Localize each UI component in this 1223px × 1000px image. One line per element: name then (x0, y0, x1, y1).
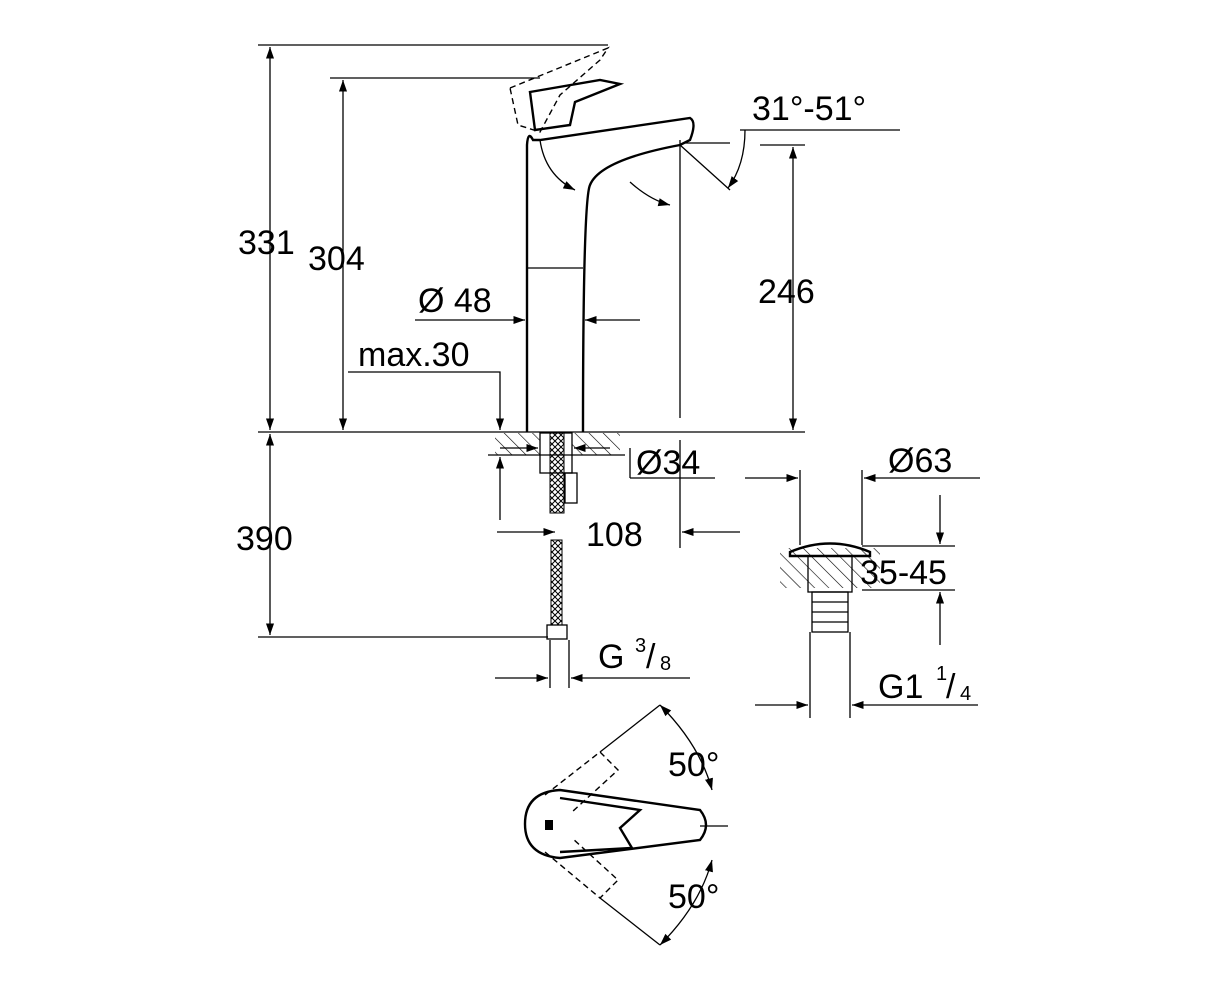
label-diameter-34: Ø34 (636, 444, 700, 482)
label-246: 246 (758, 273, 815, 311)
label-waste-thread: G1 (878, 668, 923, 706)
countertop-section (488, 432, 625, 514)
dimension-108: 108 (497, 440, 740, 554)
label-331: 331 (238, 224, 295, 262)
dimension-35-45: 35-45 (860, 495, 955, 645)
dimension-max-30: max.30 (348, 336, 505, 520)
label-max-30: max.30 (358, 336, 470, 374)
dimension-waste-thread: G1 1 / 4 (755, 663, 978, 710)
dimension-spout-angle: 31°-51° (629, 90, 900, 207)
fraction-slash: / (946, 668, 956, 706)
dimension-diameter-34: Ø34 (500, 443, 715, 482)
dimension-304: 304 (308, 77, 540, 430)
label-spout-angle: 31°-51° (752, 90, 866, 128)
waste-thread-numerator: 1 (936, 663, 947, 685)
label-35-45: 35-45 (860, 554, 947, 592)
dimension-diameter-48: Ø 48 (415, 282, 640, 325)
dimension-hose-thread: G 3 / 8 (495, 635, 690, 683)
fraction-slash: / (646, 638, 656, 676)
dimension-diameter-63: Ø63 (745, 442, 980, 483)
label-hose-thread: G (598, 638, 624, 676)
dimension-246: 246 (679, 140, 815, 430)
label-diameter-48: Ø 48 (418, 282, 492, 320)
supply-hose (546, 539, 570, 688)
label-108: 108 (586, 516, 643, 554)
label-304: 304 (308, 240, 365, 278)
faucet-side-view (509, 46, 695, 433)
label-rotation-top: 50° (668, 746, 719, 784)
dimension-390: 390 (236, 434, 548, 638)
dimension-331: 331 (238, 44, 608, 430)
waste-thread-denominator: 4 (960, 683, 971, 705)
hose-thread-denominator: 8 (660, 653, 671, 675)
label-diameter-63: Ø63 (888, 442, 952, 480)
waste-valve (780, 470, 880, 718)
faucet-top-view: 50° 50° (523, 704, 728, 946)
label-rotation-bottom: 50° (668, 878, 719, 916)
label-390: 390 (236, 520, 293, 558)
hose-thread-numerator: 3 (635, 635, 646, 657)
